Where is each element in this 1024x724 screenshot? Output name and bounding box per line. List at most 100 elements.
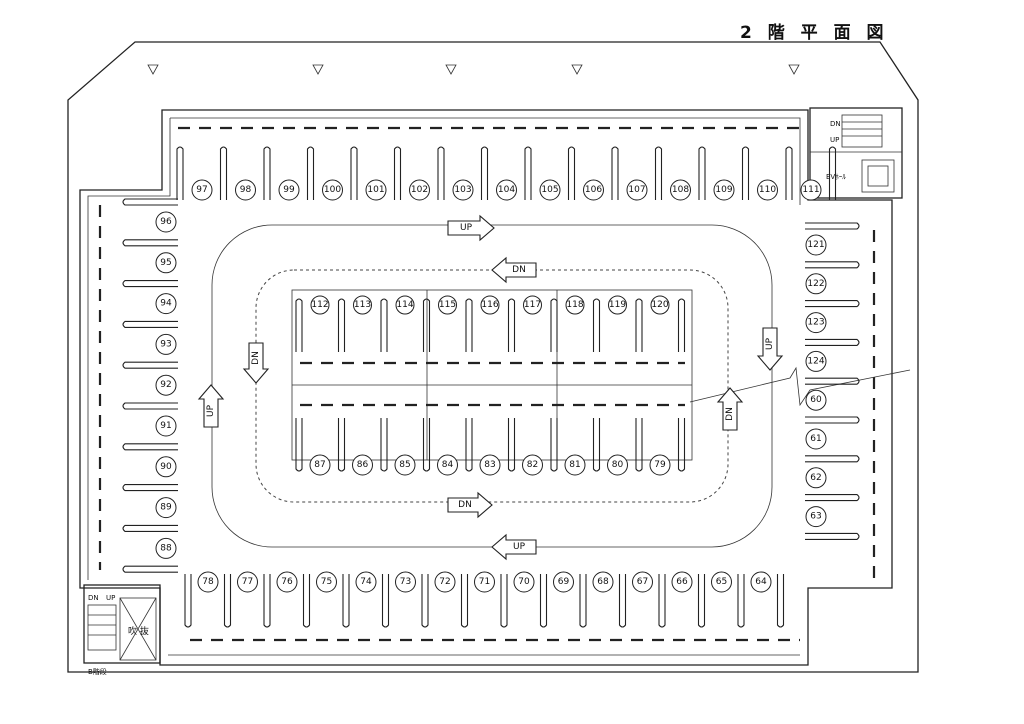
stall-number-label: 114 [396,300,413,310]
stall-number: 87 [309,454,331,476]
stall-divider [122,484,178,492]
stall-number: 82 [522,454,543,476]
stall-number: 115 [438,295,457,315]
stall-divider [302,574,311,628]
stall-number: 122 [805,273,827,295]
stair-left-label: B階段 [88,667,107,676]
stall-number: 68 [592,571,614,593]
stall-number: 63 [805,506,827,528]
stall-divider [465,418,473,472]
stall-number-label: 68 [597,577,609,587]
stall-number: 67 [632,571,653,593]
arrow-label: DN [251,351,261,365]
stall-number-label: 116 [481,300,498,310]
direction-arrow: DN [242,342,270,384]
stall-number: 103 [452,179,474,201]
stall-divider [805,494,860,502]
stall-number: 71 [474,571,495,593]
stall-divider [550,298,558,352]
direction-arrow: UP [197,384,225,428]
stall-number-label: 94 [160,299,172,309]
stall-divider [380,298,388,352]
stall-number-label: 62 [810,473,821,483]
stall-number: 92 [155,374,177,396]
stall-divider [350,146,358,200]
stall-divider [337,298,346,352]
stall-number: 75 [316,571,337,593]
stall-divider [550,418,558,472]
stall-number: 110 [757,179,778,201]
stall-divider [635,298,643,352]
stall-divider [805,261,860,269]
stall-number: 123 [805,312,827,334]
stall-number-label: 89 [160,503,172,513]
stall-number-label: 122 [807,279,824,289]
stall-number: 95 [155,252,177,274]
column-markers [147,64,800,75]
stall-number: 99 [278,179,300,201]
stall-divider [741,146,750,200]
page-title: 2 階 平 面 図 [740,23,889,43]
stall-number-label: 78 [202,577,214,587]
stall-number: 118 [565,295,585,315]
stall-number-label: 111 [802,185,819,195]
void-label: 吹 抜 [128,625,149,637]
stall-divider [380,418,388,472]
stall-divider [122,361,178,369]
stall-number: 119 [608,295,627,315]
stall-divider [567,146,576,200]
stall-divider [592,298,601,352]
stall-number: 91 [155,415,177,437]
stall-number: 74 [355,571,377,593]
stall-number: 85 [394,454,416,476]
stall-number: 64 [750,571,772,593]
stall-number-label: 63 [810,512,821,522]
stall-divider [122,320,178,328]
stall-number-label: 84 [442,460,454,470]
stall-number: 107 [626,179,648,201]
stall-number: 116 [480,295,500,315]
stall-number-label: 82 [527,460,538,470]
stall-number-label: 96 [160,217,172,227]
stall-number: 83 [479,454,501,476]
direction-arrow: DN [716,387,744,431]
stall-number-label: 95 [160,258,171,268]
stall-number: 77 [237,571,258,593]
stall-number: 72 [434,571,456,593]
stall-number-label: 98 [240,185,252,195]
stall-number: 81 [564,454,586,476]
stall-number-label: 91 [160,421,171,431]
stall-divider [579,574,587,628]
stall-number-label: 80 [612,460,624,470]
stall-number-label: 124 [807,356,824,366]
stall-divider [122,565,178,573]
stall-number: 98 [235,179,256,201]
stall-number: 117 [523,295,542,315]
stall-number: 69 [553,571,574,593]
stall-divider [184,574,192,628]
stall-divider [295,418,303,472]
stall-number-label: 77 [242,577,253,587]
stall-divider [828,146,837,200]
stall-number: 111 [800,179,822,201]
stall-divider [785,146,793,200]
stall-number: 73 [395,571,416,593]
stall-number: 62 [805,467,827,489]
stall-number: 84 [437,454,458,476]
stall-divider [263,574,271,628]
stall-number: 105 [539,179,561,201]
stall-number: 102 [409,179,430,201]
stall-divider [592,418,601,472]
stall-divider [263,146,271,200]
stall-divider [805,532,860,540]
stall-divider [422,418,431,472]
stall-number-label: 109 [715,185,732,195]
stall-number-label: 61 [810,434,821,444]
stall-number-label: 100 [324,185,341,195]
stall-number-label: 118 [566,300,583,310]
stall-number-label: 70 [518,577,530,587]
stall-number-label: 81 [569,460,580,470]
stall-number-label: 120 [651,300,668,310]
stall-number: 104 [496,179,517,201]
